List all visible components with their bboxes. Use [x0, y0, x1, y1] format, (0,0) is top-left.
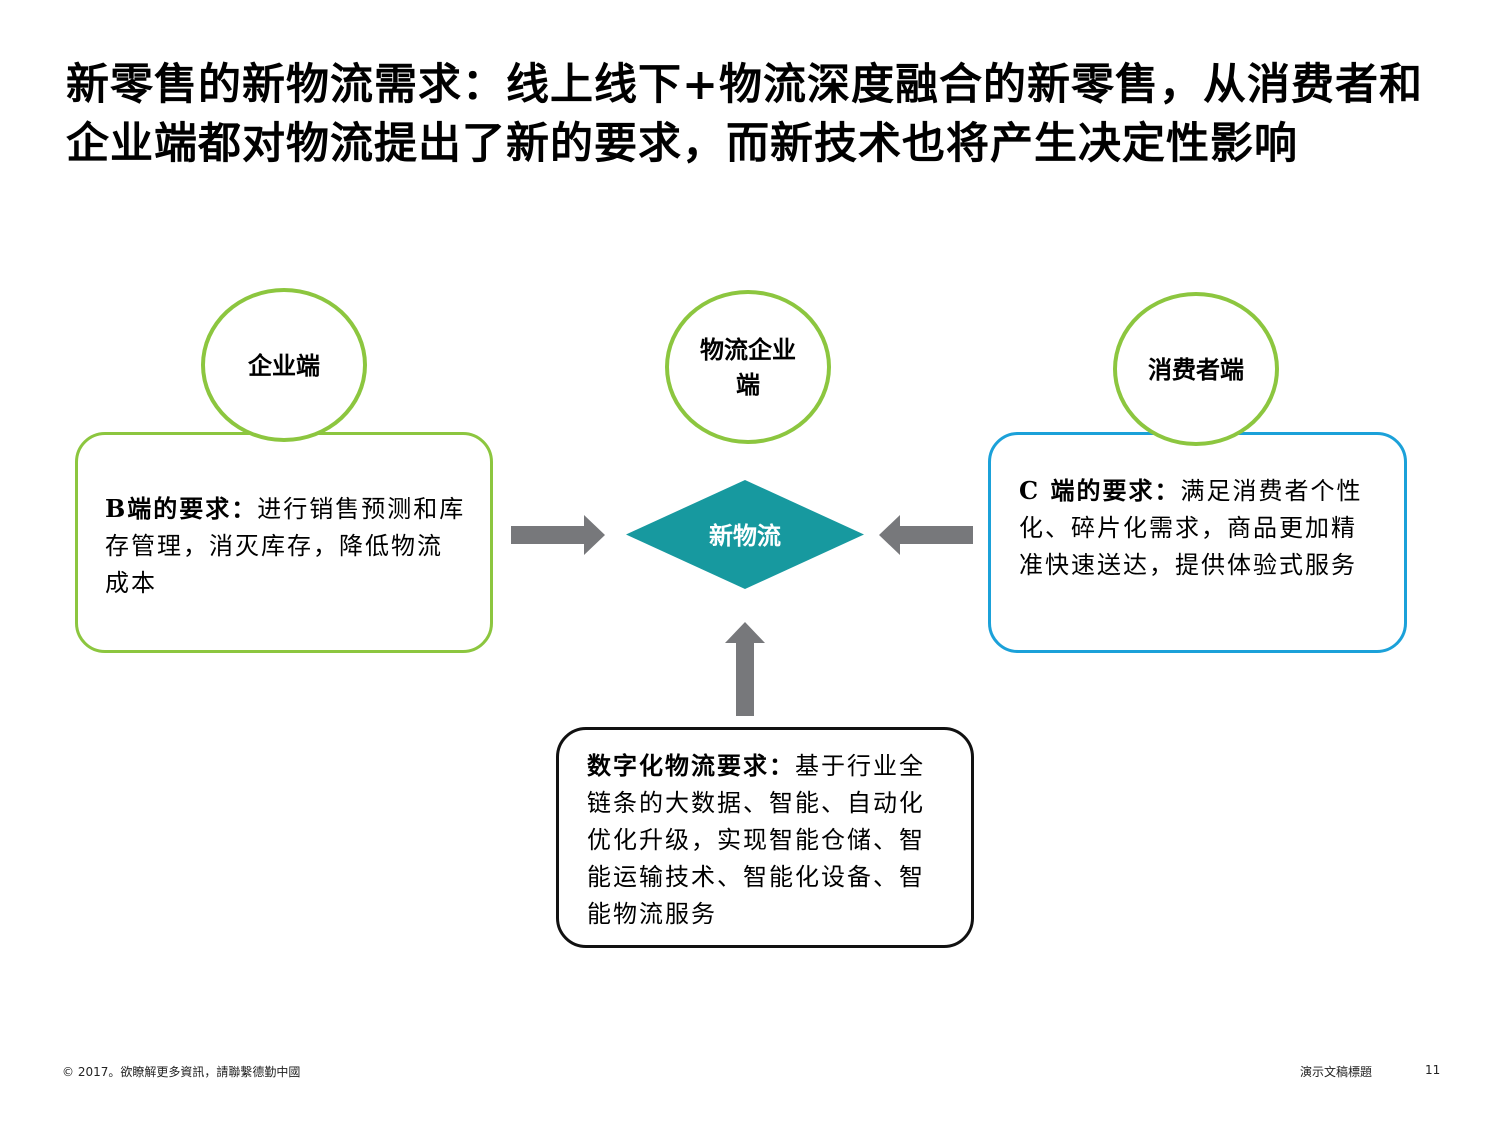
enterprise-circle-label: 企业端 — [248, 350, 320, 380]
diamond-shape — [626, 480, 864, 589]
c-requirements-lead: C 端的要求： — [1019, 476, 1181, 505]
footer-document-title: 演示文稿標題 — [1300, 1065, 1373, 1079]
logistics-enterprise-circle-label: 物流企业端 — [700, 335, 796, 399]
consumer-circle: 消费者端 — [1113, 292, 1279, 446]
new-logistics-label: 新物流 — [709, 521, 781, 550]
logistics-enterprise-circle: 物流企业端 — [665, 290, 831, 444]
new-logistics-diamond: 新物流 — [626, 480, 864, 589]
consumer-circle-label: 消费者端 — [1148, 354, 1244, 384]
b-requirements-text: 进行销售预测和库存管理，消灭库存，降低物流成本 — [105, 495, 466, 597]
page-title: 新零售的新物流需求：线上线下+物流深度融合的新零售，从消费者和企业端都对物流提出… — [66, 60, 1424, 169]
digital-requirements-box: 数字化物流要求：基于行业全链条的大数据、智能、自动化优化升级，实现智能仓储、智能… — [556, 727, 974, 948]
b-requirements-lead: B端的要求： — [105, 494, 258, 523]
enterprise-circle: 企业端 — [201, 288, 367, 442]
arrow-up-icon — [725, 622, 765, 716]
digital-requirements-text: 基于行业全链条的大数据、智能、自动化优化升级，实现智能仓储、智能运输技术、智能化… — [587, 752, 925, 928]
b-requirements-box: B端的要求：进行销售预测和库存管理，消灭库存，降低物流成本 — [75, 432, 493, 653]
arrow-right-icon — [511, 515, 605, 555]
footer-page-number: 11 — [1425, 1063, 1441, 1077]
arrow-left-icon — [879, 515, 973, 555]
c-requirements-text: 满足消费者个性化、碎片化需求，商品更加精准快速送达，提供体验式服务 — [1019, 477, 1363, 579]
footer-copyright: © 2017。欲瞭解更多資訊，請聯繫德勤中國 — [62, 1065, 301, 1079]
digital-requirements-lead: 数字化物流要求： — [587, 751, 795, 780]
c-requirements-box: C 端的要求：满足消费者个性化、碎片化需求，商品更加精准快速送达，提供体验式服务 — [988, 432, 1407, 653]
